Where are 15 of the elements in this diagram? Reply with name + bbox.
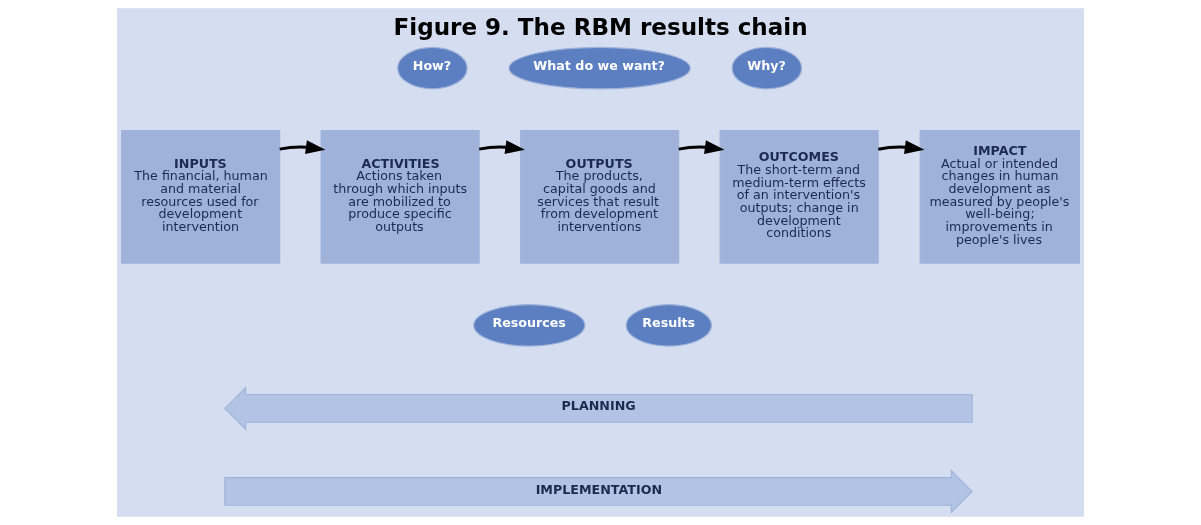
node-ellipse: Results (625, 304, 713, 347)
arrow (279, 140, 326, 154)
node-box: IMPACT Actual or intended changes in human development as measured by people's well-being; improvements in people's lives (919, 129, 1080, 264)
node-ellipse: How? (397, 46, 468, 90)
diagram-title: Figure 9. The RBM results chain (393, 13, 808, 40)
node-ellipse: What do we want? (508, 46, 691, 90)
arrow (478, 140, 525, 154)
node-box: INPUTS The financial, human and material resources used for development intervention (121, 129, 281, 264)
arrow (878, 140, 925, 154)
node-box: OUTCOMES The short-term and medium-term effects of an intervention's outputs; change in development conditions (719, 129, 879, 264)
node-ellipse: Resources (473, 304, 586, 347)
node-ellipse: Why? (731, 46, 803, 90)
node-box: OUTPUTS The products, capital goods and services that result from development interventions (520, 129, 680, 264)
arrow (678, 140, 725, 154)
node-box: ACTIVITIES Actions taken through which inputs are mobilized to produce specific outputs (320, 129, 480, 264)
